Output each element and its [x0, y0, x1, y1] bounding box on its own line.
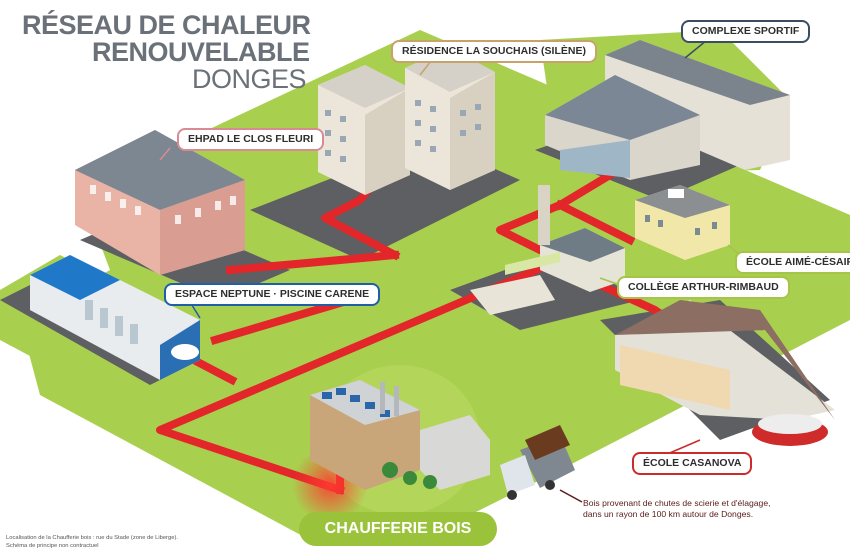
label-ehpad-text: EHPAD LE CLOS FLEURI [188, 133, 314, 145]
residence-buildings [318, 48, 495, 195]
wood-source-note-line-1: Bois provenant de chutes de scierie et d… [583, 498, 771, 508]
label-college-arthur-rimbaud: COLLÈGE ARTHUR-RIMBAUD [617, 276, 790, 299]
title-line-1: RÉSEAU DE CHALEUR [22, 10, 311, 40]
label-complexe-sportif-text: COMPLEXE SPORTIF [692, 25, 800, 37]
pipe-sport [554, 169, 616, 211]
chaufferie-bois-building [310, 380, 490, 490]
complexe-sportif-building [545, 40, 790, 180]
page-title: RÉSEAU DE CHALEUR RENOUVELABLE DONGES [22, 12, 311, 93]
label-ecole-aime-cesaire-text: ÉCOLE AIMÉ-CÉSAIRE [746, 256, 850, 268]
college-arthur-rimbaud-building [470, 185, 625, 315]
ecole-casanova-building [615, 300, 835, 446]
label-residence: RÉSIDENCE LA SOUCHAIS (SILÈNE) [391, 40, 597, 63]
pipe-neptune-link [184, 352, 238, 386]
wood-source-note: Bois provenant de chutes de scierie et d… [583, 498, 771, 520]
footnote-line-2: Schéma de principe non contractuel [6, 542, 99, 549]
ehpad-building [75, 130, 245, 275]
pipe-aime [554, 199, 636, 246]
label-ehpad: EHPAD LE CLOS FLEURI [177, 128, 325, 151]
label-ecole-casanova: ÉCOLE CASANOVA [632, 452, 753, 475]
label-ecole-casanova-text: ÉCOLE CASANOVA [643, 457, 742, 469]
title-line-3: DONGES [192, 64, 307, 94]
label-ecole-aime-cesaire: ÉCOLE AIMÉ-CÉSAIRE [735, 251, 850, 274]
espace-neptune-building [30, 255, 200, 380]
ecole-aime-cesaire-building [635, 185, 730, 260]
footnote: Localisation de la Chaufferie bois : rue… [6, 535, 178, 550]
label-espace-neptune-text: ESPACE NEPTUNE · PISCINE CARENE [175, 288, 370, 300]
label-complexe-sportif: COMPLEXE SPORTIF [681, 20, 811, 43]
label-college-arthur-rimbaud-text: COLLÈGE ARTHUR-RIMBAUD [628, 281, 779, 293]
wood-source-note-line-2: dans un rayon de 100 km autour de Donges… [583, 509, 754, 519]
title-line-2: RENOUVELABLE [92, 37, 310, 67]
label-residence-text: RÉSIDENCE LA SOUCHAIS (SILÈNE) [402, 45, 586, 57]
pipe-ehpad [225, 250, 400, 275]
pipe-neptune [210, 295, 355, 345]
chaufferie-bois-badge: CHAUFFERIE BOIS [299, 512, 497, 546]
wood-truck-icon [500, 425, 575, 500]
footnote-line-1: Localisation de la Chaufferie bois : rue… [6, 535, 178, 541]
label-espace-neptune: ESPACE NEPTUNE · PISCINE CARENE [164, 283, 381, 306]
